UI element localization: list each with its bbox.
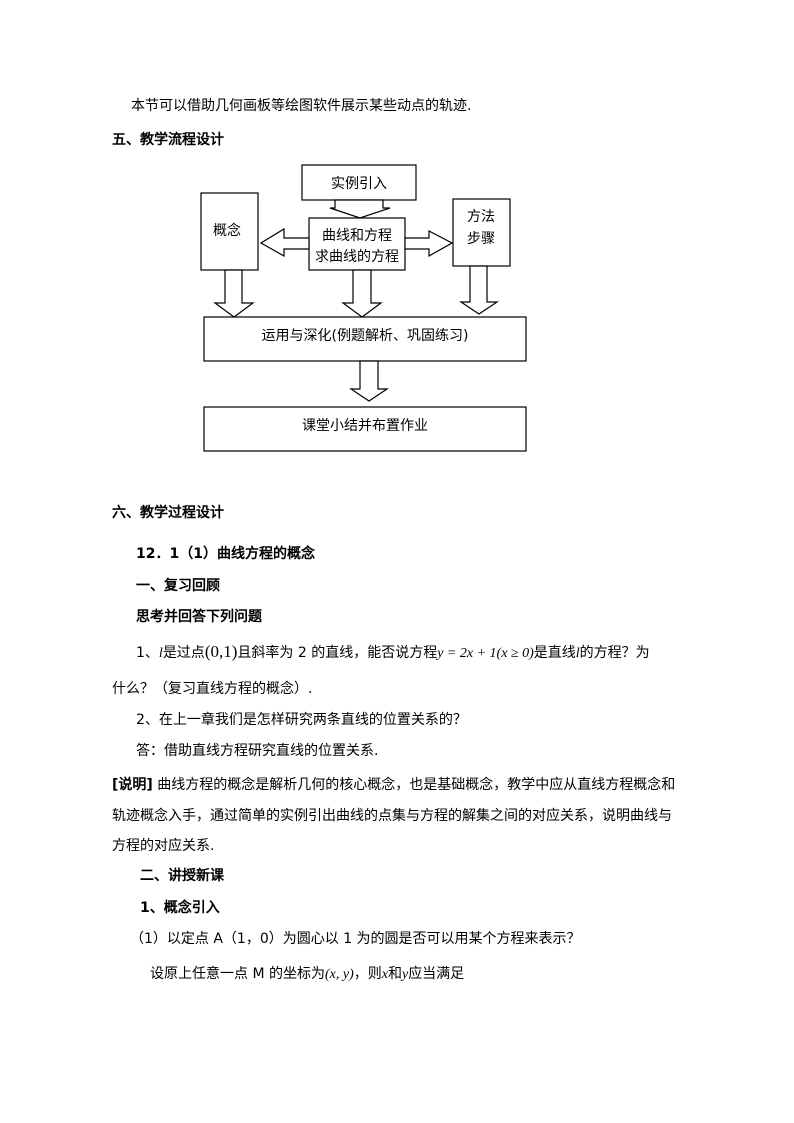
- part2-sub1: 1、概念引入: [140, 900, 220, 916]
- arrow-down-icon: [349, 360, 389, 402]
- note-label: [说明]: [112, 777, 153, 793]
- example-1: （1）以定点 A（1，0）为圆心以 1 为的圆是否可以用某个方程来表示？: [130, 931, 581, 947]
- flow-box-example-intro: [301, 164, 417, 201]
- question-1-line2: 什么？（复习直线方程的概念）.: [112, 681, 313, 697]
- answer: 答：借助直线方程研究直线的位置关系.: [136, 743, 379, 759]
- flow-text-top: 实例引入: [331, 176, 387, 192]
- flow-text-left: 概念: [213, 222, 241, 239]
- part2-title: 二、讲授新课: [140, 868, 224, 884]
- arrow-left-icon: [259, 227, 310, 258]
- question-1-line1: 1、l是过点(0,1)且斜率为 2 的直线，能否说方程y = 2x + 1(x …: [136, 642, 650, 662]
- note-line3: 方程的对应关系.: [112, 838, 215, 854]
- section5-title: 五、教学流程设计: [112, 132, 224, 148]
- section6-title: 六、教学过程设计: [112, 505, 224, 521]
- flow-text-center-1: 曲线和方程: [322, 228, 392, 244]
- flow-box-concept: [200, 192, 259, 271]
- arrow-down-icon: [341, 269, 383, 318]
- arrow-right-icon: [404, 230, 454, 258]
- flow-text-right-1: 方法: [467, 209, 495, 225]
- lesson-title: 12．1（1）曲线方程的概念: [136, 546, 315, 562]
- example-1-continuation: 设原上任意一点 M 的坐标为(x, y)，则x和y应当满足: [150, 966, 465, 982]
- flow-box-curve-equation: [308, 217, 406, 271]
- note-line2: 轨迹概念入手，通过简单的实例引出曲线的点集与方程的解集之间的对应关系，说明曲线与: [112, 808, 672, 824]
- arrow-down-icon: [329, 199, 391, 219]
- intro-line: 本节可以借助几何画板等绘图软件展示某些动点的轨迹.: [131, 98, 472, 114]
- part1-title: 一、复习回顾: [136, 578, 220, 594]
- part1-subtitle: 思考并回答下列问题: [136, 609, 262, 625]
- flow-box-method-steps: [452, 198, 511, 267]
- arrow-down-icon: [213, 269, 255, 318]
- flow-text-middle-bar: 运用与深化(例题解析、巩固练习): [262, 328, 469, 344]
- flow-bar-application: [203, 316, 527, 362]
- flow-text-bottom-bar: 课堂小结并布置作业: [302, 418, 428, 434]
- question-2: 2、在上一章我们是怎样研究两条直线的位置关系的？: [136, 712, 467, 728]
- flow-text-center-2: 求曲线的方程: [315, 249, 399, 265]
- flow-text-right-2: 步骤: [467, 231, 495, 247]
- teaching-flowchart: 实例引入 概念 曲线和方程 求曲线的方程 方法 步骤 运用与深化(例题解析、巩固…: [200, 164, 527, 452]
- note-line1: [说明] 曲线方程的概念是解析几何的核心概念，也是基础概念，教学中应从直线方程概…: [112, 777, 676, 793]
- arrow-down-icon: [459, 265, 499, 315]
- flow-bar-summary: [203, 406, 527, 452]
